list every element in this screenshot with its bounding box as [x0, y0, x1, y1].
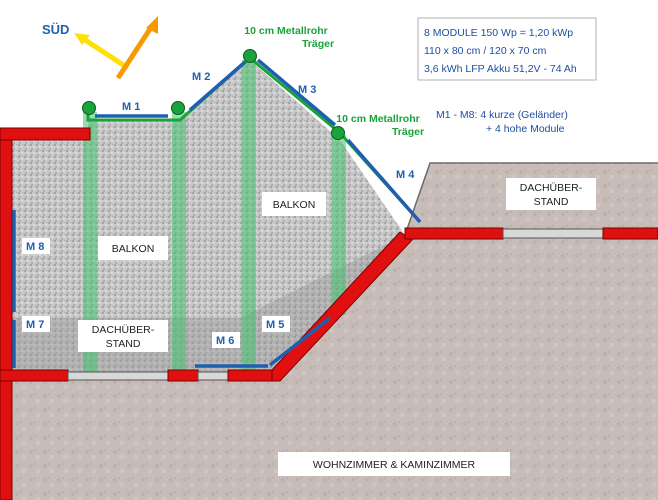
module-label-m8: M 8	[26, 241, 44, 253]
wall-bottom-1	[0, 369, 69, 382]
module-box-m5	[262, 316, 290, 332]
module-line-m4	[346, 138, 422, 224]
dach-right-box	[506, 178, 596, 210]
beam-label-top-2: Träger	[302, 38, 334, 50]
balkon-right-label: BALKON	[273, 199, 316, 211]
module-line-m3	[256, 58, 337, 127]
wall-left-upper	[0, 139, 13, 381]
post-dot-3	[243, 49, 257, 63]
note-line-2: + 4 hohe Module	[486, 123, 565, 135]
living-box	[278, 452, 510, 476]
window-bottom-1	[67, 371, 169, 381]
living-label: WOHNZIMMER & KAMINZIMMER	[313, 459, 476, 471]
wall-diagonal	[271, 231, 413, 382]
beam-4	[332, 135, 346, 315]
balkon-left-box	[98, 236, 168, 260]
beam-2	[172, 112, 186, 380]
wall-bottom-3	[227, 369, 273, 382]
dach-left-box	[78, 320, 168, 352]
module-label-m1: M 1	[122, 101, 140, 113]
info-line-3: 3,6 kWh LFP Akku 51,2V - 74 Ah	[424, 63, 577, 75]
info-box	[417, 17, 597, 81]
wall-bottom-2	[167, 369, 199, 382]
post-dot-1	[82, 101, 96, 115]
balkon-left-label: BALKON	[112, 243, 155, 255]
window-bottom-2	[197, 371, 229, 381]
module-line-m5	[268, 316, 332, 367]
wall-left-lower	[0, 379, 13, 500]
module-box-m6	[212, 332, 240, 348]
post-dot-4	[331, 126, 345, 140]
module-box-m8	[22, 238, 50, 254]
module-label-m7: M 7	[26, 319, 44, 331]
south-arrow-icon	[80, 35, 130, 71]
beam-label-right-2: Träger	[392, 126, 424, 138]
dach-left-line-1: DACHÜBER-	[92, 324, 155, 336]
info-line-1: 8 MODULE 150 Wp = 1,20 kWp	[424, 27, 573, 39]
dach-right-line-2: STAND	[534, 196, 569, 208]
module-label-m3: M 3	[298, 84, 316, 96]
beam-3	[242, 60, 256, 380]
south-arrowhead-icon	[74, 33, 90, 45]
window-right	[502, 228, 604, 239]
orientation-arrow-icon	[115, 24, 155, 80]
roof-area	[0, 163, 658, 500]
module-label-m5: M 5	[266, 319, 284, 331]
wall-top-left	[0, 127, 91, 141]
orientation-arrowhead-icon	[146, 16, 158, 34]
south-label: SÜD	[42, 22, 69, 37]
info-line-2: 110 x 80 cm / 120 x 70 cm	[424, 45, 547, 57]
post-dot-2	[171, 101, 185, 115]
beam-1	[83, 112, 97, 380]
beam-label-top-1: 10 cm Metallrohr	[244, 25, 327, 37]
note-line-1: M1 - M8: 4 kurze (Geländer)	[436, 109, 568, 121]
module-label-m2: M 2	[192, 71, 210, 83]
balcony-area	[10, 60, 405, 380]
beam-label-right-1: 10 cm Metallrohr	[336, 113, 419, 125]
balkon-right-box	[262, 192, 326, 216]
wall-right-2	[602, 227, 658, 240]
module-line-m2	[188, 60, 247, 112]
dach-left-line-2: STAND	[106, 338, 141, 350]
module-label-m4: M 4	[396, 169, 415, 181]
module-label-m6: M 6	[216, 335, 234, 347]
wall-right-1	[404, 227, 504, 240]
dach-right-line-1: DACHÜBER-	[520, 182, 583, 194]
module-box-m7	[22, 316, 50, 332]
